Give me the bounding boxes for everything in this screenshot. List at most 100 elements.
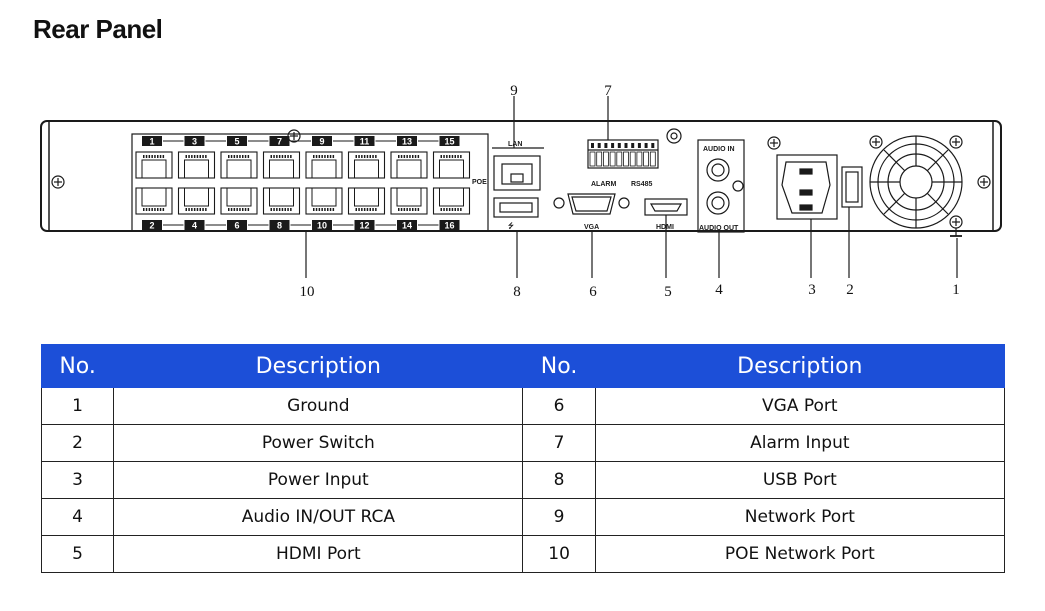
row-description: HDMI Port xyxy=(113,535,524,573)
screw-icon xyxy=(287,129,301,143)
audio-in-rca xyxy=(706,158,730,182)
rj45-port xyxy=(432,151,471,179)
poe-port-block xyxy=(131,133,489,232)
screw-icon xyxy=(977,175,991,189)
port-number: 11 xyxy=(360,137,370,147)
port-label-bottom: 8 xyxy=(269,220,290,231)
callout-7: 7 xyxy=(604,83,612,99)
port-number: 5 xyxy=(234,137,239,147)
port-number: 1 xyxy=(149,137,154,147)
audio-out-rca xyxy=(706,191,730,215)
rj45-port xyxy=(262,187,301,215)
callout-4: 4 xyxy=(715,282,723,298)
ground-icon xyxy=(950,228,962,237)
header-description-left: Description xyxy=(113,344,524,388)
hdmi-port xyxy=(644,198,688,216)
port-label-top: 1 xyxy=(142,136,162,147)
callout-2: 2 xyxy=(846,282,854,298)
rj45-port xyxy=(220,151,258,179)
port-label-bottom: 2 xyxy=(142,220,162,231)
callout-6: 6 xyxy=(589,284,597,300)
rj45-port xyxy=(390,187,428,215)
fan-icon xyxy=(869,135,963,229)
rj45-port xyxy=(305,187,343,215)
screw-icon xyxy=(869,135,883,149)
usb-port xyxy=(493,197,539,218)
port-number: 9 xyxy=(319,137,324,147)
port-label-top: 3 xyxy=(184,136,205,147)
row-description: Alarm Input xyxy=(594,424,1006,462)
rj45-port xyxy=(177,151,216,179)
alarm-label: ALARM xyxy=(591,181,616,188)
lan-label: LAN xyxy=(508,141,522,148)
row-description: Power Switch xyxy=(113,424,524,462)
callout-3: 3 xyxy=(808,282,816,298)
rj45-port xyxy=(432,187,471,215)
screw-icon xyxy=(949,135,963,149)
port-label-top: 9 xyxy=(312,136,332,147)
row-number: 5 xyxy=(40,535,115,573)
table-row: 5 HDMI Port 10 POE Network Port xyxy=(40,535,1006,573)
row-number: 2 xyxy=(40,424,115,462)
port-label-top: 7 xyxy=(269,136,290,147)
power-switch xyxy=(841,166,863,208)
port-label-bottom: 16 xyxy=(439,220,460,231)
hdmi-label: HDMI xyxy=(656,224,674,231)
row-description: VGA Port xyxy=(594,387,1006,425)
row-number: 6 xyxy=(522,387,596,425)
callout-8: 8 xyxy=(513,284,521,300)
usb-symbol: ⭍ xyxy=(508,222,514,230)
port-number: 6 xyxy=(234,221,239,231)
audio-block xyxy=(697,139,745,233)
rj45-port xyxy=(262,151,301,179)
port-label-top: 5 xyxy=(227,136,247,147)
rj45-port xyxy=(177,187,216,215)
callout-10: 10 xyxy=(300,284,315,300)
port-label-top: 13 xyxy=(397,136,417,147)
row-description: USB Port xyxy=(594,461,1006,499)
page-title: Rear Panel xyxy=(33,14,163,44)
port-label-top: 11 xyxy=(354,136,375,147)
alarm-terminal-pins xyxy=(589,143,656,167)
screw-icon xyxy=(767,136,781,150)
row-description: Power Input xyxy=(113,461,524,499)
rj45-port xyxy=(347,187,386,215)
row-description: Network Port xyxy=(594,498,1006,536)
port-number: 13 xyxy=(402,137,412,147)
row-description: POE Network Port xyxy=(594,535,1006,573)
table-row: 2 Power Switch 7 Alarm Input xyxy=(40,424,1006,462)
lan-port xyxy=(493,155,541,191)
audio-out-label: AUDIO OUT xyxy=(699,225,739,232)
table-header-row: No. Description No. Description xyxy=(40,344,1006,388)
port-number: 12 xyxy=(359,221,369,231)
header-description-right: Description xyxy=(594,344,1006,388)
rj45-port xyxy=(347,151,386,179)
header-no-right: No. xyxy=(522,344,596,388)
port-label-bottom: 12 xyxy=(354,220,375,231)
chassis-outline xyxy=(40,120,1002,232)
table-row: 1 Ground 6 VGA Port xyxy=(40,387,1006,425)
port-number: 15 xyxy=(444,137,454,147)
port-label-bottom: 14 xyxy=(397,220,417,231)
row-number: 10 xyxy=(522,535,596,573)
port-number: 2 xyxy=(149,221,154,231)
table-row: 4 Audio IN/OUT RCA 9 Network Port xyxy=(40,498,1006,536)
rj45-port xyxy=(390,151,428,179)
screw-icon xyxy=(732,180,744,192)
row-description: Audio IN/OUT RCA xyxy=(113,498,524,536)
rj45-port xyxy=(305,151,343,179)
table-row: 3 Power Input 8 USB Port xyxy=(40,461,1006,499)
vga-label: VGA xyxy=(584,224,599,231)
power-input-socket xyxy=(776,154,838,220)
port-label-bottom: 10 xyxy=(312,220,332,231)
port-number: 7 xyxy=(277,137,282,147)
port-label-bottom: 6 xyxy=(227,220,247,231)
port-description-table: No. Description No. Description 1 Ground… xyxy=(40,344,1006,573)
callout-5: 5 xyxy=(664,284,672,300)
poe-label: POE xyxy=(472,179,487,186)
port-number: 4 xyxy=(192,221,197,231)
port-number: 14 xyxy=(402,221,412,231)
port-label-bottom: 4 xyxy=(184,220,205,231)
row-number: 9 xyxy=(522,498,596,536)
